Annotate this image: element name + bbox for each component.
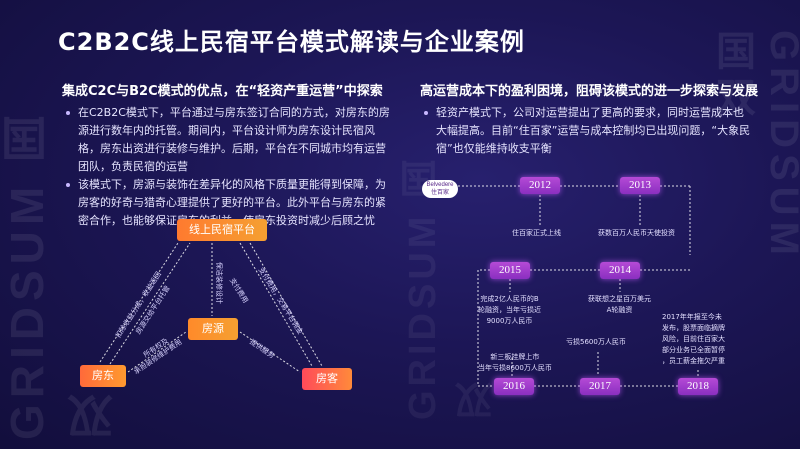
year-2015: 2015	[490, 262, 530, 279]
event-2012: 住百家正式上线	[512, 229, 561, 237]
right-bullet-1: 轻资产模式下，公司对运营提出了更高的要求，同时运营成本也大幅提高。目前“住百家”…	[424, 104, 754, 158]
left-bullet-list: 在C2B2C模式下，平台通过与房东签订合同的方式，对房东的房源进行数年内的托管。…	[66, 104, 396, 230]
right-section-heading: 高运营成本下的盈利困境，阻碍该模式的进一步探索与发展	[420, 84, 759, 99]
house-node: 房源	[188, 318, 238, 340]
year-2014: 2014	[600, 262, 640, 279]
right-bullet-list: 轻资产模式下，公司对运营提出了更高的要求，同时运营成本也大幅提高。目前“住百家”…	[424, 104, 754, 158]
event-2015: 完成2亿人民币的B 轮融资，当年亏损近 9000万人民币	[478, 295, 541, 325]
page-title: C2B2C线上民宿平台模式解读与企业案例	[58, 28, 525, 56]
year-2018: 2018	[678, 378, 718, 395]
platform-node: 线上民宿平台	[177, 219, 267, 241]
left-bullet-1: 在C2B2C模式下，平台通过与房东签订合同的方式，对房东的房源进行数年内的托管。…	[66, 104, 396, 176]
year-2017: 2017	[580, 378, 620, 395]
logo-text: Belvedere	[426, 182, 454, 188]
year-2016: 2016	[494, 378, 534, 395]
year-2012: 2012	[520, 177, 560, 194]
event-2013: 获数百万人民币天使投资	[598, 229, 675, 237]
logo-subtext: 住百家	[430, 190, 449, 196]
owner-node: 房东	[80, 365, 126, 387]
event-2018: 2017年年报至今未 发布，股票面临摘牌 风险，目前住百家大 部分业务已全面暂停…	[662, 313, 725, 365]
event-2016: 新三板挂牌上市 当年亏损8600万人民币	[478, 353, 552, 372]
event-2014: 获联想之星百万美元 A轮融资	[588, 295, 651, 314]
watermark-right: GRIDSUM 国双	[710, 30, 800, 261]
event-2017: 亏损5600万人民币	[566, 338, 626, 346]
guest-node: 房客	[302, 368, 352, 390]
year-2013: 2013	[620, 177, 660, 194]
left-section-heading: 集成C2C与B2C模式的优点，在“轻资产重运营”中探索	[62, 84, 383, 99]
belvedere-logo: Belvedere 住百家	[422, 180, 458, 198]
label-platform-house: 保洁装修设计	[215, 262, 223, 304]
